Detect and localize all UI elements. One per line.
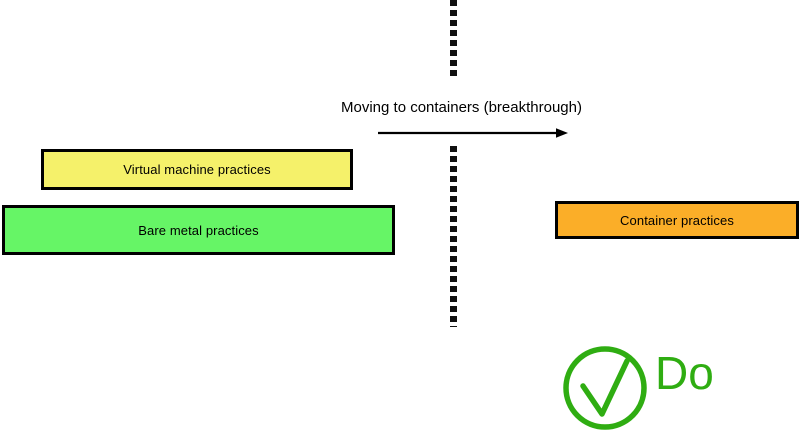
checkmark-circle-icon bbox=[563, 346, 647, 430]
do-verdict-badge: Do bbox=[561, 344, 801, 432]
container-practices-label: Container practices bbox=[620, 212, 734, 228]
virtual-machine-practices-box: Virtual machine practices bbox=[41, 149, 353, 190]
right-arrow-icon bbox=[378, 128, 568, 138]
transition-label: Moving to containers (breakthrough) bbox=[341, 99, 582, 116]
bare-metal-practices-label: Bare metal practices bbox=[138, 222, 259, 238]
dotted-divider-top bbox=[450, 0, 457, 79]
container-practices-box: Container practices bbox=[555, 201, 799, 239]
do-verdict-label: Do bbox=[655, 347, 714, 399]
bare-metal-practices-box: Bare metal practices bbox=[2, 205, 395, 255]
dotted-divider-bottom bbox=[450, 146, 457, 327]
virtual-machine-practices-label: Virtual machine practices bbox=[123, 162, 271, 177]
